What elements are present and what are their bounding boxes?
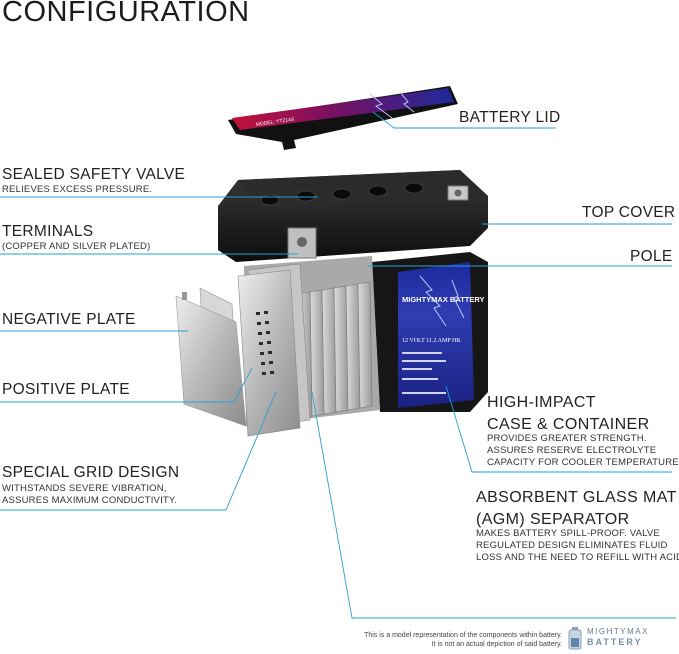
disclaimer-line-1: This is a model representation of the co… [364, 631, 562, 640]
disclaimer: This is a model representation of the co… [364, 631, 562, 649]
cell-stack-part [176, 256, 380, 436]
label-positive-plate: POSITIVE PLATE [2, 381, 130, 399]
label-special-grid-sub-1: WITHSTANDS SEVERE VIBRATION, [2, 483, 167, 495]
logo-top-text: MIGHTYMAX [587, 627, 649, 636]
top-cover-part [218, 170, 488, 262]
label-terminals-sub: (COPPER AND SILVER PLATED) [2, 241, 150, 253]
logo-bottom-text: BATTERY [587, 637, 643, 647]
case-spec-text: 12 VOLT 11.2 AMP HR. [402, 338, 462, 344]
disclaimer-line-2: It is not an actual depiction of said ba… [364, 640, 562, 649]
battery-logo-icon [567, 626, 583, 650]
label-agm-sub-2: REGULATED DESIGN ELIMINATES FLUID [476, 540, 668, 552]
label-negative-plate: NEGATIVE PLATE [2, 311, 136, 329]
label-special-grid-design: SPECIAL GRID DESIGN [2, 464, 179, 482]
label-battery-lid: BATTERY LID [459, 109, 561, 127]
label-high-impact-sub-1: PROVIDES GREATER STRENGTH. [487, 433, 647, 445]
battery-lid-part: MODEL: YTZ14S [228, 86, 458, 150]
label-agm-sub-3: LOSS AND THE NEED TO REFILL WITH ACID. [476, 552, 679, 564]
label-sealed-safety-valve-sub: RELIEVES EXCESS PRESSURE. [2, 184, 152, 196]
case-brand-text: MIGHTYMAX BATTERY [402, 295, 485, 304]
brand-logo: MIGHTYMAX BATTERY [567, 626, 673, 650]
label-sealed-safety-valve: SEALED SAFETY VALVE [2, 166, 185, 184]
label-agm-sub-1: MAKES BATTERY SPILL-PROOF. VALVE [476, 528, 660, 540]
label-terminals: TERMINALS [2, 223, 93, 241]
label-top-cover: TOP COVER [582, 204, 675, 222]
label-agm-1: ABSORBENT GLASS MAT [476, 487, 677, 509]
battery-case-part: MIGHTYMAX BATTERY 12 VOLT 11.2 AMP HR. [372, 252, 488, 412]
label-high-impact-1: HIGH-IMPACT [487, 392, 596, 414]
label-special-grid-sub-2: ASSURES MAXIMUM CONDUCTIVITY. [2, 495, 177, 507]
label-high-impact-sub-3: CAPACITY FOR COOLER TEMPERATURES. [487, 457, 679, 469]
label-high-impact-sub-2: ASSURES RESERVE ELECTROLYTE [487, 445, 656, 457]
label-pole: POLE [630, 248, 673, 266]
